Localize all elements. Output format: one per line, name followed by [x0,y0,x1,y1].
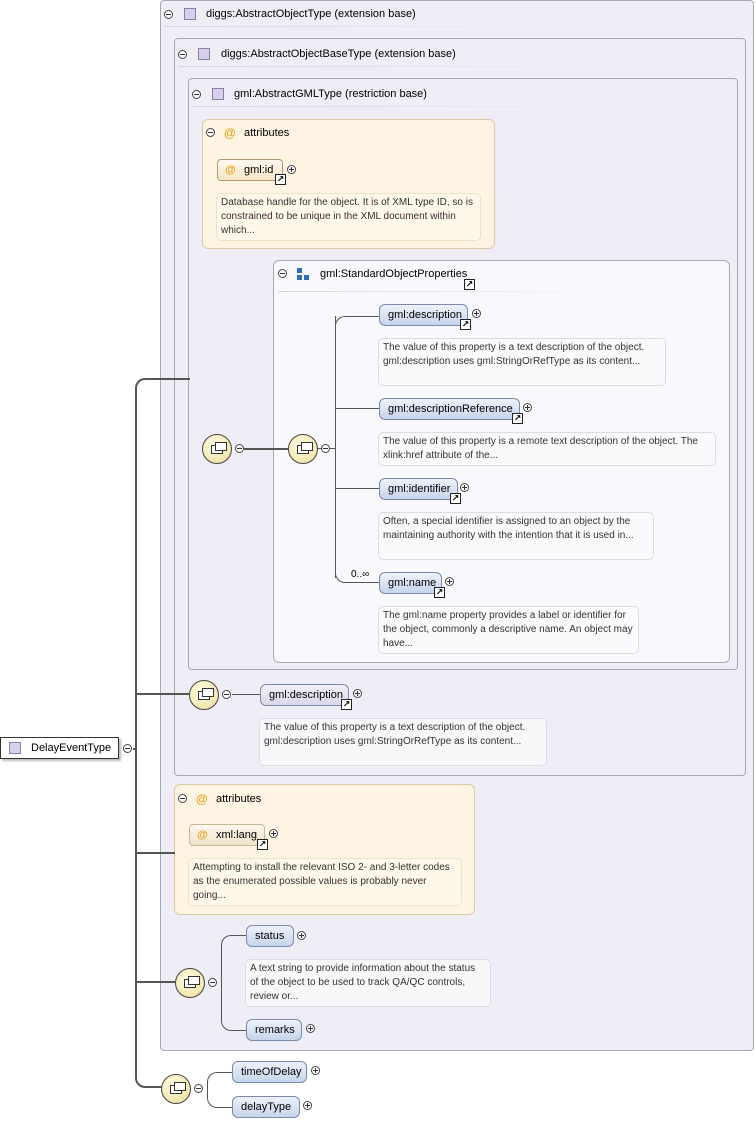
reference-link-icon[interactable]: ↗ [257,839,268,850]
collapse-sequence-button[interactable] [194,1084,203,1093]
delay-event-type-root[interactable]: DelayEventType [0,737,119,759]
gml-id-attribute[interactable]: @ gml:id [217,159,283,181]
complex-type-icon [198,48,210,60]
divider [192,106,612,107]
standard-object-properties-title: gml:StandardObjectProperties [320,268,468,280]
collapse-sequence-button[interactable] [321,444,330,453]
gml-identifier-element[interactable]: gml:identifier [379,478,458,500]
xml-lang-label: xml:lang [216,829,257,841]
connector [335,316,347,328]
sequence-compositor-icon [161,1074,191,1104]
connector [135,378,190,392]
expand-gml-identifier-button[interactable] [460,483,469,492]
sequence-compositor-icon [202,434,232,464]
gml-description-documentation: The value of this property is a text des… [378,338,666,386]
reference-link-icon[interactable]: ↗ [341,699,352,710]
collapse-abstract-object-button[interactable] [164,10,173,19]
connector [135,1072,162,1088]
base-gml-description-documentation: The value of this property is a text des… [259,718,547,766]
connector [335,488,379,489]
gml-id-label: gml:id [244,164,274,176]
expand-status-button[interactable] [297,931,306,940]
connector [135,852,175,854]
connector [335,408,379,409]
base-gml-description-element[interactable]: gml:description [260,684,349,706]
expand-xml-lang-button[interactable] [269,829,278,838]
complex-type-icon [184,8,196,20]
connector [345,316,379,317]
collapse-root-button[interactable] [123,744,132,753]
reference-link-icon[interactable]: ↗ [434,587,445,598]
abstract-object-type-title: diggs:AbstractObjectType (extension base… [206,8,416,20]
collapse-abstract-object-base-button[interactable] [178,50,187,59]
reference-link-icon[interactable]: ↗ [450,493,461,504]
reference-link-icon[interactable]: ↗ [275,174,286,185]
gml-name-element[interactable]: gml:name [379,572,442,594]
gml-identifier-documentation: Often, a special identifier is assigned … [378,512,654,560]
attribute-icon: @ [197,829,208,841]
collapse-abstract-gml-button[interactable] [192,90,201,99]
reference-link-icon[interactable]: ↗ [460,319,471,330]
abstract-object-base-type-title: diggs:AbstractObjectBaseType (extension … [221,48,456,60]
complex-type-icon [212,88,224,100]
gml-attributes-title: attributes [244,127,290,139]
reference-link-icon[interactable]: ↗ [464,279,475,290]
attribute-icon: @ [225,164,236,176]
connector [345,582,379,583]
reference-link-icon[interactable]: ↗ [512,413,523,424]
gml-description-element[interactable]: gml:description [379,304,468,326]
attribute-icon: @ [224,126,236,140]
sequence-compositor-icon [288,434,318,464]
connector [244,448,288,450]
xml-lang-attribute[interactable]: @ xml:lang [189,824,265,846]
gml-name-documentation: The gml:name property provides a label o… [378,606,639,654]
sequence-compositor-icon [175,968,205,998]
connector [135,693,190,695]
divider [164,26,544,27]
collapse-sequence-button[interactable] [222,690,231,699]
attribute-icon: @ [196,792,208,806]
connector [207,1072,233,1108]
expand-time-of-delay-button[interactable] [311,1066,320,1075]
collapse-sequence-button[interactable] [208,978,217,987]
expand-remarks-button[interactable] [306,1024,315,1033]
expand-gml-description-reference-button[interactable] [523,403,532,412]
expand-gml-name-button[interactable] [445,577,454,586]
root-label: DelayEventType [31,742,112,754]
complex-type-icon [9,742,21,754]
status-element[interactable]: status [246,925,294,947]
collapse-sequence-button[interactable] [235,444,244,453]
xml-lang-documentation: Attempting to install the relevant ISO 2… [188,858,462,906]
status-documentation: A text string to provide information abo… [245,959,491,1007]
connector [335,571,347,583]
connector [232,694,260,695]
collapse-gml-attributes-button[interactable] [206,128,215,137]
collapse-standard-props-button[interactable] [278,269,287,278]
remarks-element[interactable]: remarks [246,1019,302,1041]
gml-name-cardinality: 0..∞ [351,569,370,580]
collapse-lang-attributes-button[interactable] [178,794,187,803]
expand-gml-description-button[interactable] [472,309,481,318]
divider [178,66,618,67]
expand-base-gml-description-button[interactable] [353,689,362,698]
abstract-gml-type-title: gml:AbstractGMLType (restriction base) [234,88,427,100]
sequence-compositor-icon [189,680,219,710]
delay-type-element[interactable]: delayType [232,1096,300,1118]
gml-description-reference-documentation: The value of this property is a remote t… [378,432,716,466]
time-of-delay-element[interactable]: timeOfDelay [232,1061,307,1083]
connector [135,981,176,983]
expand-gml-id-button[interactable] [287,165,296,174]
divider [278,291,608,292]
group-icon [297,268,311,282]
gml-description-reference-element[interactable]: gml:descriptionReference [379,398,520,420]
connector [221,935,247,1031]
lang-attributes-title: attributes [216,793,262,805]
connector [135,390,137,1076]
connector [335,316,336,578]
expand-delay-type-button[interactable] [303,1101,312,1110]
gml-id-documentation: Database handle for the object. It is of… [216,193,481,241]
